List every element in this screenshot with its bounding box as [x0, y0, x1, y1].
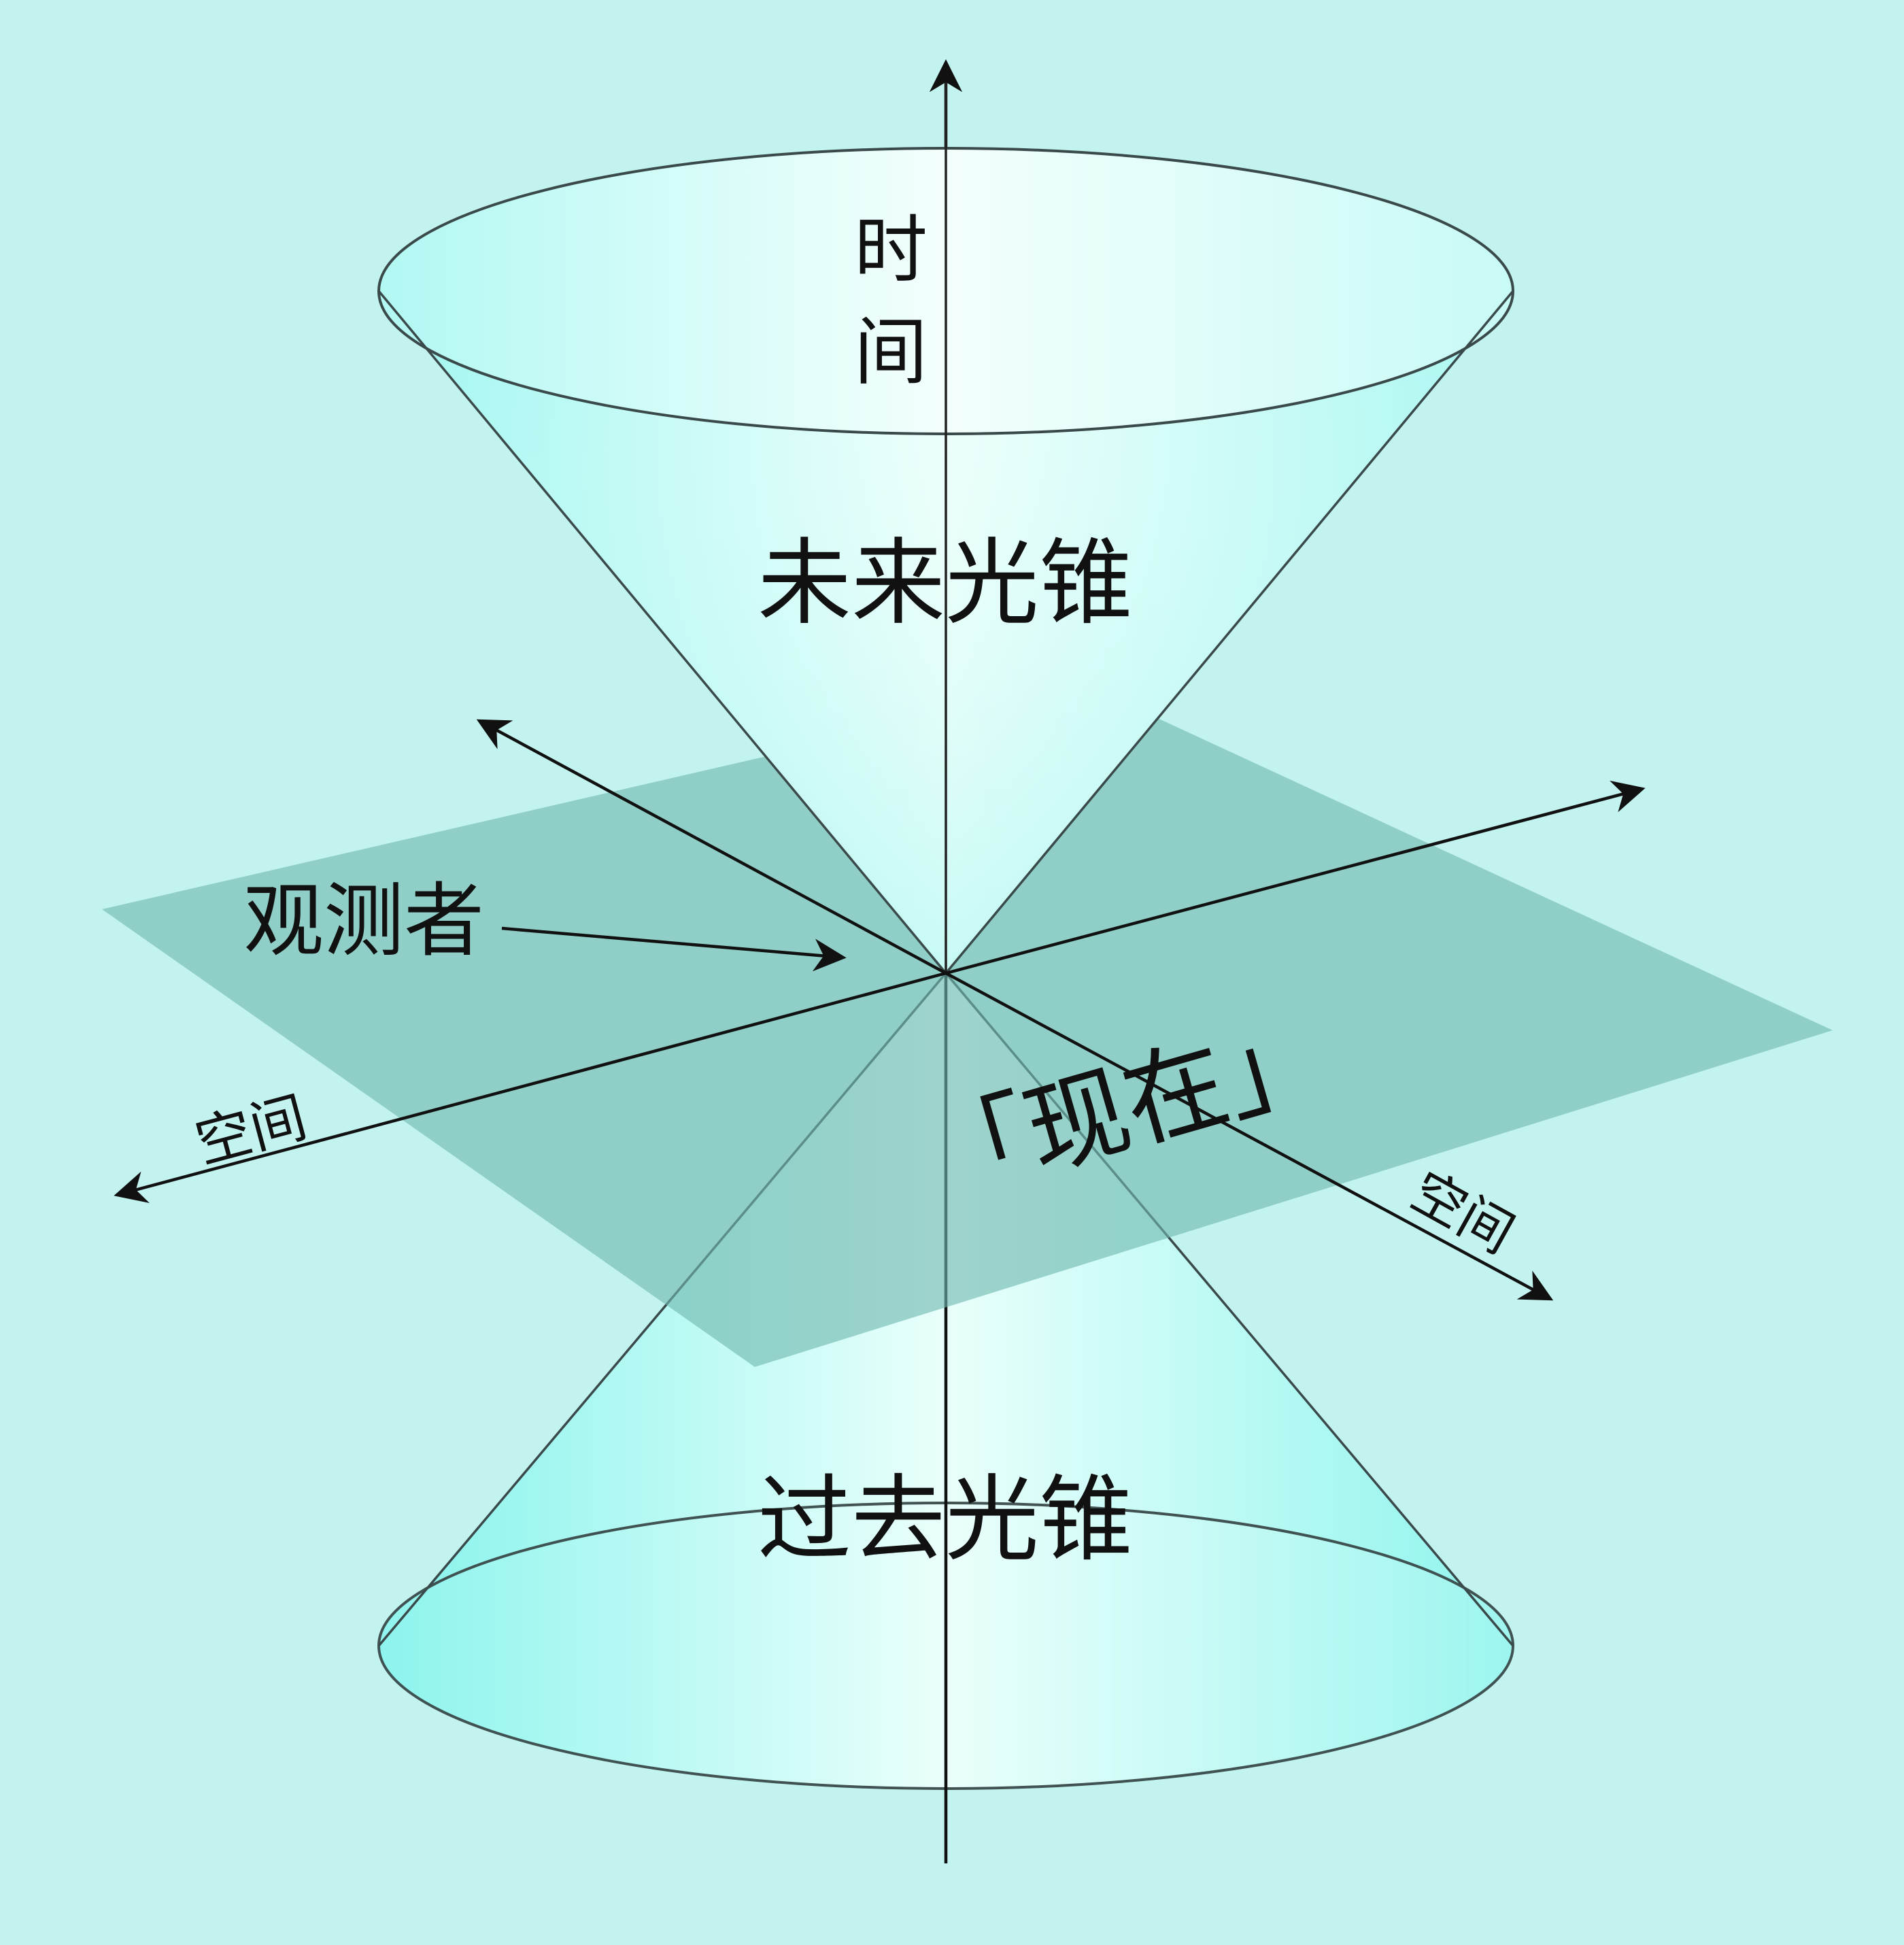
- space-axis-back: [476, 719, 947, 975]
- time-axis-label-1: 时: [854, 208, 928, 293]
- space-axis-right: [945, 780, 1646, 975]
- past-cone-label: 过去光锥: [758, 1465, 1133, 1574]
- space-axis-left: [114, 971, 947, 1204]
- space-label-left: 空间: [189, 1085, 313, 1176]
- future-cone-label: 未来光锥: [758, 528, 1133, 638]
- observer-pointer-arrow: [501, 926, 847, 972]
- time-axis-label-2: 间: [854, 310, 928, 395]
- observer-label: 观测者: [243, 874, 484, 968]
- space-axis-front: [945, 972, 1554, 1301]
